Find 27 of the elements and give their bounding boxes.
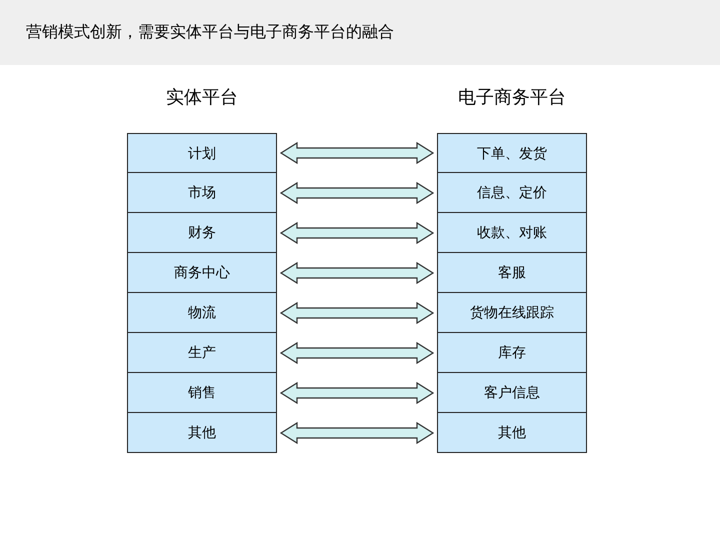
double-arrow (280, 182, 434, 204)
table-cell: 财务 (127, 213, 277, 253)
double-arrow (280, 302, 434, 324)
table-cell: 客户信息 (437, 373, 587, 413)
double-arrow (280, 422, 434, 444)
title: 营销模式创新，需要实体平台与电子商务平台的融合 (26, 22, 394, 42)
double-arrow (280, 222, 434, 244)
table-cell: 库存 (437, 333, 587, 373)
table-cell: 销售 (127, 373, 277, 413)
table-cell: 其他 (127, 413, 277, 453)
table-cell: 生产 (127, 333, 277, 373)
table-cell: 物流 (127, 293, 277, 333)
double-arrow (280, 142, 434, 164)
double-arrow (280, 342, 434, 364)
table-cell: 货物在线跟踪 (437, 293, 587, 333)
double-arrow (280, 382, 434, 404)
double-arrow (280, 262, 434, 284)
column-heading: 实体平台 (166, 86, 238, 109)
table-cell: 信息、定价 (437, 173, 587, 213)
table-cell: 商务中心 (127, 253, 277, 293)
table-cell: 客服 (437, 253, 587, 293)
table-cell: 市场 (127, 173, 277, 213)
table-cell: 下单、发货 (437, 133, 587, 173)
table-cell: 其他 (437, 413, 587, 453)
table-cell: 计划 (127, 133, 277, 173)
table-cell: 收款、对账 (437, 213, 587, 253)
column-heading: 电子商务平台 (458, 86, 566, 109)
